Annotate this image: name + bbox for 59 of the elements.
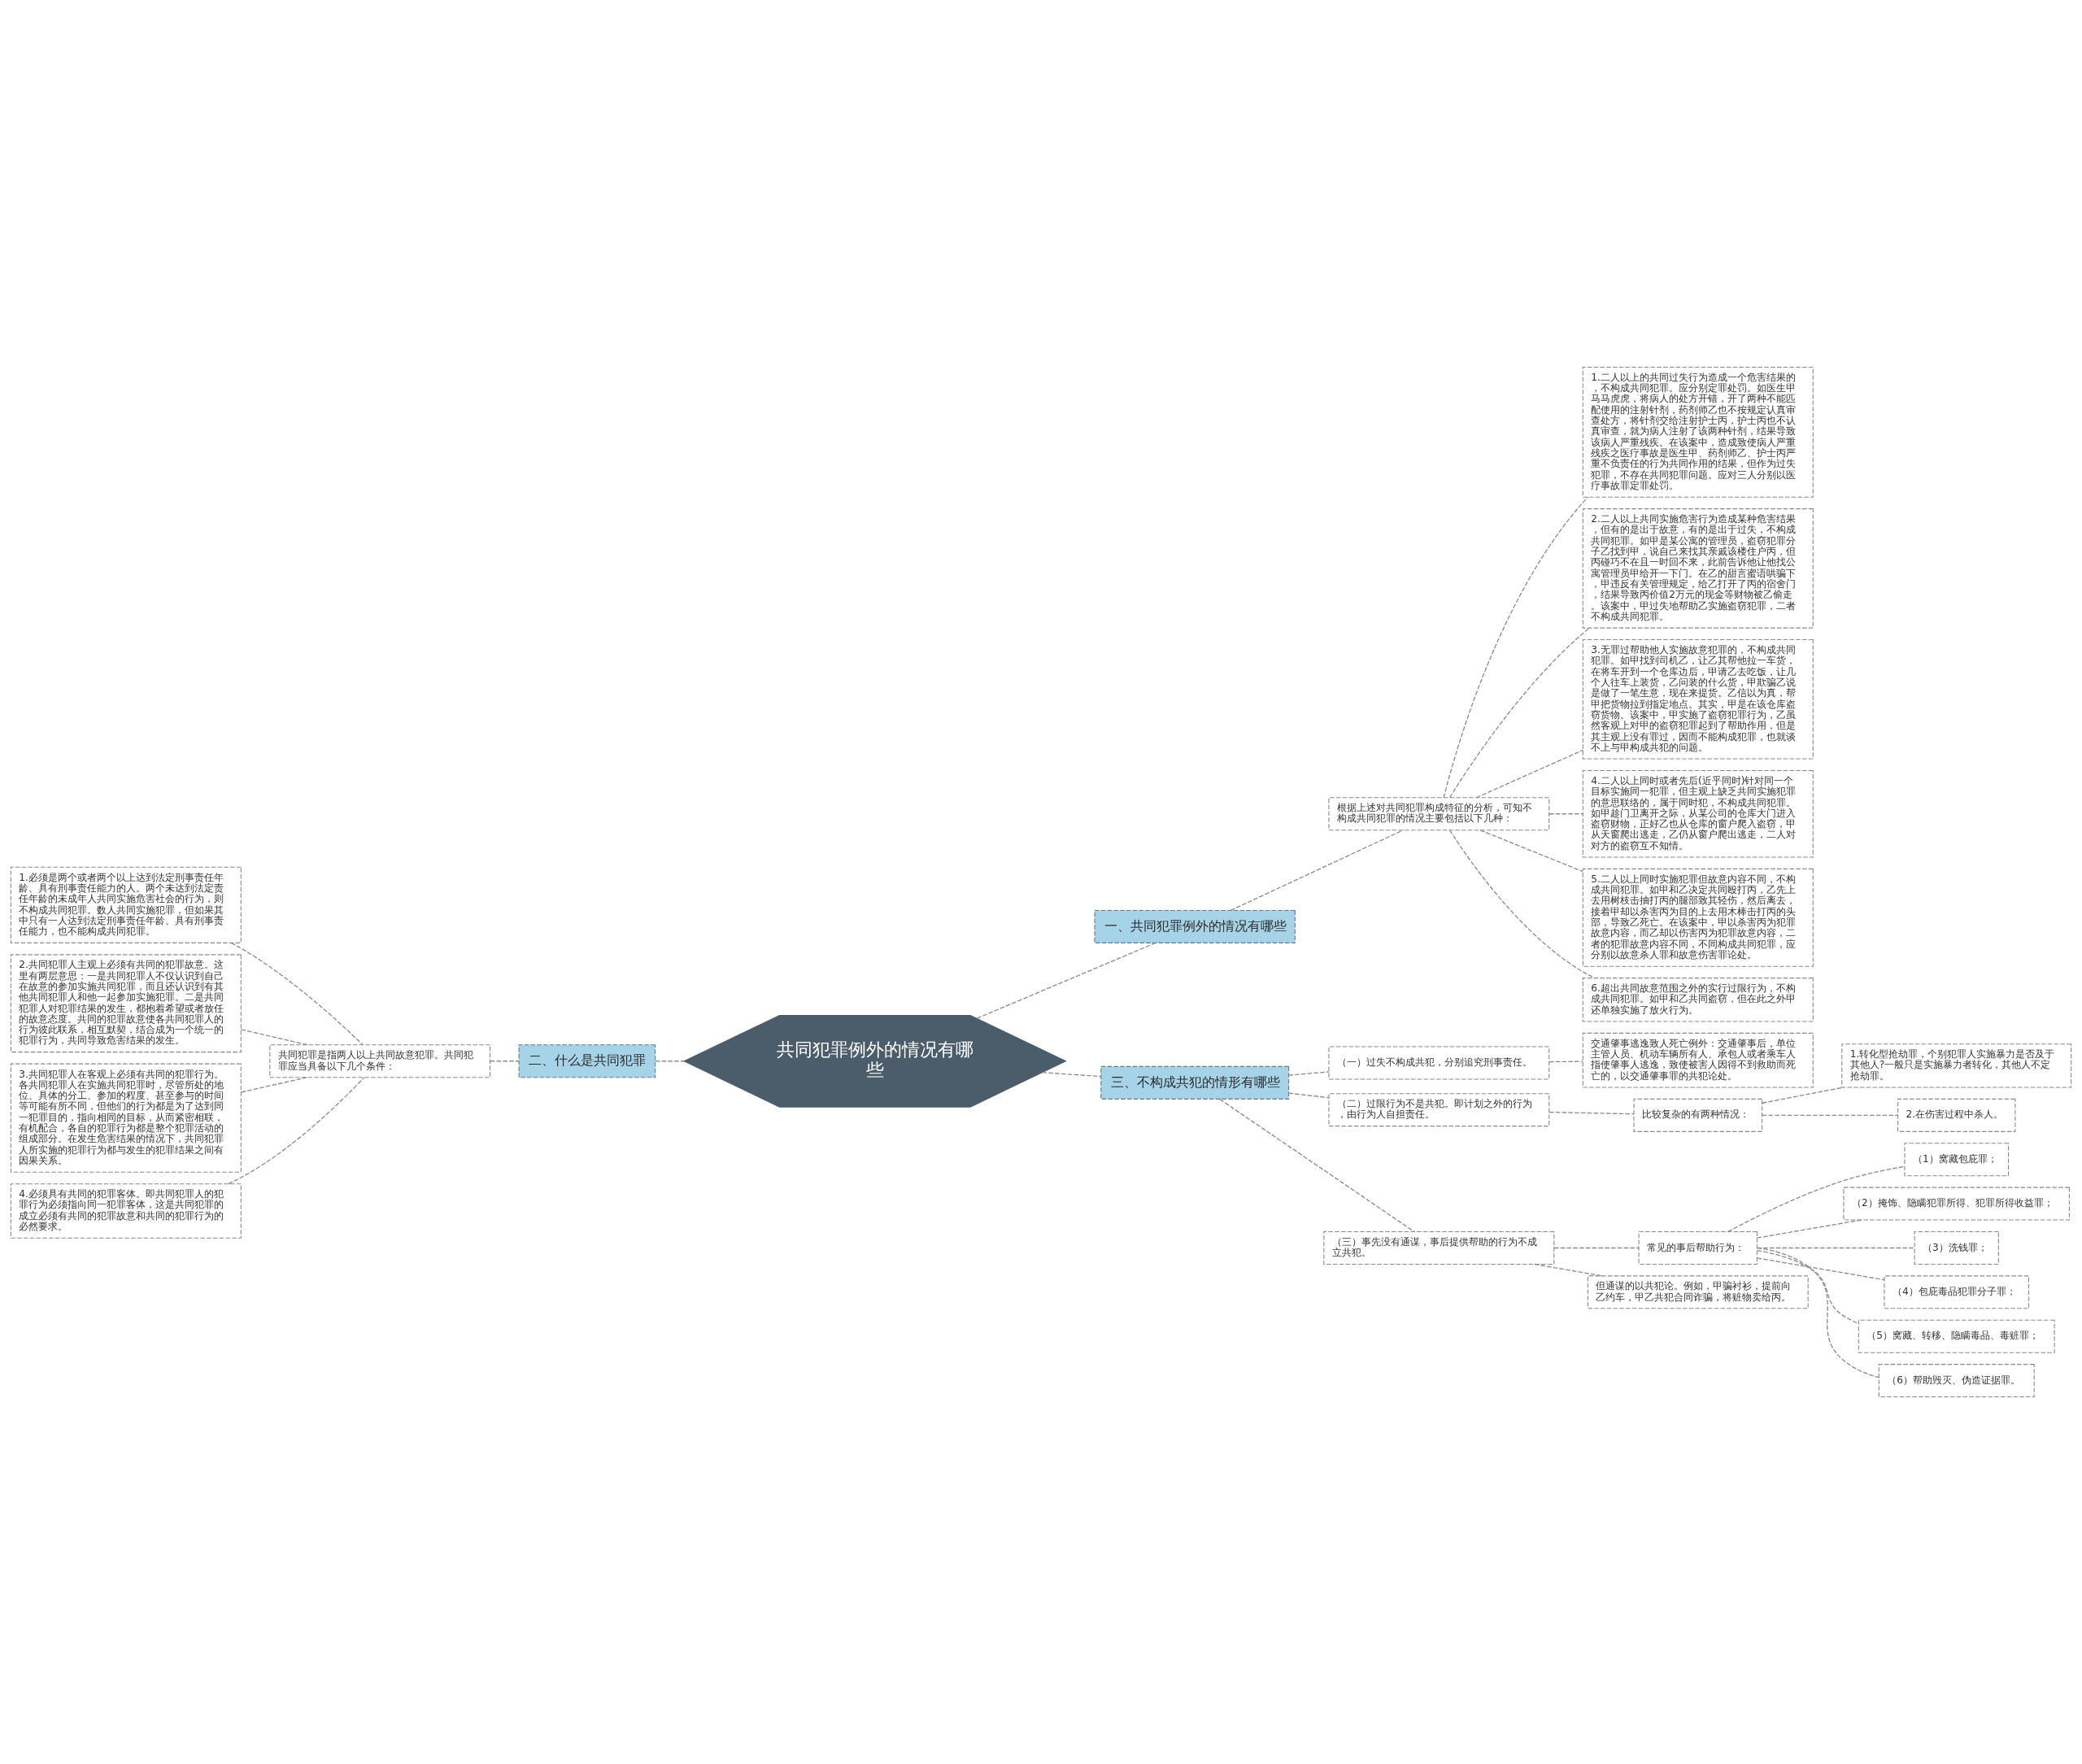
connector	[1548, 1061, 1583, 1063]
connector	[1757, 1247, 1879, 1379]
node-box: 6.超出共同故意范围之外的实行过限行为，不构成共同犯罪。如甲和乙共同盗窃，但在此之外甲还单独实施了放火行为。	[1582, 978, 1814, 1022]
connector	[240, 1077, 307, 1093]
node-box: 5.二人以上同时实施犯罪但故意内容不同，不构成共同犯罪。如甲和乙决定共同殴打丙，乙先上去用树枝击抽打丙的腿部致其轻伤，然后离去，接着甲却以杀害丙为目的上去用木棒击打丙的头部，导致乙死亡。在该案中，甲以杀害丙为犯罪故意内容，而乙却以伤害丙为犯罪故意内容，二者的犯罪故意内容不同，不同构成共同犯罪，应分别以故意杀人罪和故意伤害罪论处。	[1582, 868, 1814, 967]
node-box: 一、共同犯罪例外的情况有哪些	[1094, 909, 1296, 943]
node-box: 2.二人以上共同实施危害行为造成某种危害结果，但有的是出于故意，有的是出于过失，不构成共同犯罪。如甲是某公寓的管理员，盗窃犯罪分子乙找到甲，说自己来找其亲戚该楼住户丙，但丙碰巧不在且一时回不来，此前告诉他让他找公寓管理员甲给开一下门。在乙的甜言蜜语哄骗下，甲违反有关管理规定，给乙打开了丙的宿舍门，结果导致丙价值2万元的现金等财物被乙偷走。该案中，甲过失地帮助乙实施盗窃犯罪，二者不构成共同犯罪。	[1582, 508, 1814, 629]
node-box: 4.二人以上同时或者先后(近乎同时)针对同一个目标实施同一犯罪，但主观上缺乏共同实施犯罪的意思联络的，属于同时犯，不构成共同犯罪。如甲趁门卫离开之际，从某公司的仓库大门进入盗窃财物，正好乙也从仓库的窗户爬入盗窃，甲从天窗爬出逃走，乙仍从窗户爬出逃走，二人对对方的盗窃互不知情。	[1582, 769, 1814, 858]
connector	[1479, 830, 1583, 873]
connector	[1756, 1249, 1859, 1325]
connector	[490, 1061, 520, 1062]
connector	[1756, 1257, 1885, 1281]
connector	[1534, 1263, 1603, 1277]
node-box: （三）事先没有通谋，事后提供帮助的行为不成立共犯。	[1323, 1230, 1555, 1265]
connector	[976, 942, 1156, 1019]
connector	[240, 1029, 309, 1046]
node-box: 1.转化型抢劫罪，个别犯罪人实施暴力是否及于其他人?一般只是实施暴力者转化，其他人不定抢劫罪。	[1841, 1043, 2072, 1088]
node-box: （5）窝藏、转移、隐瞒毒品、毒赃罪；	[1858, 1319, 2055, 1353]
connector	[1448, 627, 1590, 799]
node-box: 2.在伤害过程中杀人。	[1897, 1098, 2016, 1132]
node-box: （6）帮助毁灭、伪造证据罪。	[1878, 1364, 2035, 1398]
connector	[1762, 1087, 1845, 1104]
node-box: 常见的事后帮助行为：	[1638, 1230, 1758, 1265]
node-box: 共同犯罪是指两人以上共同故意犯罪。共同犯罪应当具备以下几个条件：	[269, 1044, 491, 1078]
connector	[1553, 1247, 1640, 1249]
connector	[1230, 830, 1404, 912]
node-box: 但通谋的以共犯论。例如，甲骗衬衫，提前向乙约车，甲乙共犯合同诈骗，将赃物卖给丙。	[1587, 1275, 1809, 1309]
node-box: 3.无罪过帮助他人实施故意犯罪的，不构成共同犯罪。如甲找到司机乙，让乙其帮他拉一车货，在将车开到一个仓库边后，甲请乙去吃饭，让几个人往车上装货，乙问装的什么货，甲欺骗乙说是做了一笔生意，现在来提货。乙信以为真，帮甲把货物拉到指定地点。其实，甲是在该仓库盗窃货物。该案中，甲实施了盗窃犯罪行为，乙虽然客观上对甲的盗窃犯罪起到了帮助作用，但是其主观上没有罪过，因而不能构成犯罪，也就谈不上与甲构成共犯的问题。	[1582, 639, 1814, 760]
connector	[230, 942, 364, 1046]
node-box: 3.共同犯罪人在客观上必须有共同的犯罪行为。各共同犯罪人在实施共同犯罪时，尽管所处的地位、具体的分工、参加的程度、甚至参与的时间等可能有所不同，但他们的行为都是为了达到同一犯罪目的，指向相同的目标，从而紧密相联，有机配合，各自的犯罪行为都是整个犯罪活动的组成部分。在发生危害结果的情况下，共同犯罪人所实施的犯罪行为都与发生的犯罪结果之间有因果关系。	[10, 1063, 242, 1173]
node-box: （二）过限行为不是共犯。即计划之外的行为，由行为人自担责任。	[1328, 1093, 1550, 1127]
connector	[1756, 1219, 1862, 1239]
node-box: 根据上述对共同犯罪构成特征的分析，可知不构成共同犯罪的情况主要包括以下几种：	[1328, 797, 1550, 831]
connector	[1475, 749, 1583, 799]
connector	[1042, 1072, 1101, 1078]
node-box: （4）包庇毒品犯罪分子罪；	[1884, 1275, 2030, 1309]
connector	[655, 1061, 685, 1062]
connector	[1287, 1092, 1330, 1099]
node-box: 二、什么是共同犯罪	[518, 1044, 656, 1078]
connector	[1443, 496, 1589, 799]
connector	[1727, 1165, 1906, 1233]
node-box: （一）过失不构成共犯，分别追究刑事责任。	[1328, 1046, 1550, 1080]
connector	[1548, 1111, 1635, 1115]
node-box: 比较复杂的有两种情况：	[1633, 1098, 1763, 1132]
node-box: 1.必须是两个或者两个以上达到法定刑事责任年龄、具有刑事责任能力的人。两个未达到法定责任年龄的未成年人共同实施危害社会的行为，则不构成共同犯罪。数人共同实施犯罪，但如果其中只有一人达到法定刑事责任年龄、具有刑事责任能力，也不能构成共同犯罪。	[10, 866, 242, 943]
connector	[1449, 830, 1596, 979]
connector	[1548, 813, 1583, 815]
connector	[1287, 1071, 1330, 1076]
connector	[1762, 1114, 1899, 1116]
node-box: 2.共同犯罪人主观上必须有共同的犯罪故意。这里有两层意思：一是共同犯罪人不仅认识到自己在故意的参加实施共同犯罪，而且还认识到有其他共同犯罪人和他一起参加实施犯罪。二是共同犯罪人对犯罪结果的发生，都抱着希望或者放任的故意态度。共同的犯罪故意使各共同犯罪人的行为彼此联系，相互默契，结合成为一个统一的犯罪行为，共同导致危害结果的发生。	[10, 954, 242, 1053]
node-box: （3）洗钱罪；	[1914, 1230, 1999, 1265]
node-box: 交通肇事逃逸致人死亡例外：交通肇事后，单位主管人员、机动车辆所有人、承包人或者乘车人指使肇事人逃逸，致使被害人因得不到救助而死亡的，以交通肇事罪的共犯论处。	[1582, 1032, 1814, 1088]
node-box: （2）掩饰、隐瞒犯罪所得、犯罪所得收益罪；	[1843, 1187, 2070, 1221]
node-box: 三、不构成共犯的情形有哪些	[1100, 1065, 1290, 1100]
node-box: （1）窝藏包庇罪；	[1904, 1143, 2010, 1177]
node-box: 4.必须具有共同的犯罪客体。即共同犯罪人的犯罪行为必须指向同一犯罪客体，这是共同犯罪的成立必须有共同的犯罪故意和共同的犯罪行为的必然要求。	[10, 1183, 242, 1239]
connector	[228, 1077, 365, 1185]
connector	[1219, 1098, 1415, 1232]
node-box: 1.二人以上的共同过失行为造成一个危害结果的，不构成共同犯罪。应分别定罪处罚。如医生甲马马虎虎，将病人的处方开错，开了两种不能匹配使用的注射针剂，药剂师乙也不按规定认真审查处方，将针剂交给注射护士丙，护士丙也不认真审查，就为病人注射了该两种针剂，结果导致该病人严重残疾。在该案中，造成致使病人严重残疾之医疗事故是医生甲、药剂师乙、护士丙严重不负责任的行为共同作用的结果，但作为过失犯罪，不存在共同犯罪问题。应对三人分别以医疗事故罪定罪处罚。	[1582, 366, 1814, 498]
